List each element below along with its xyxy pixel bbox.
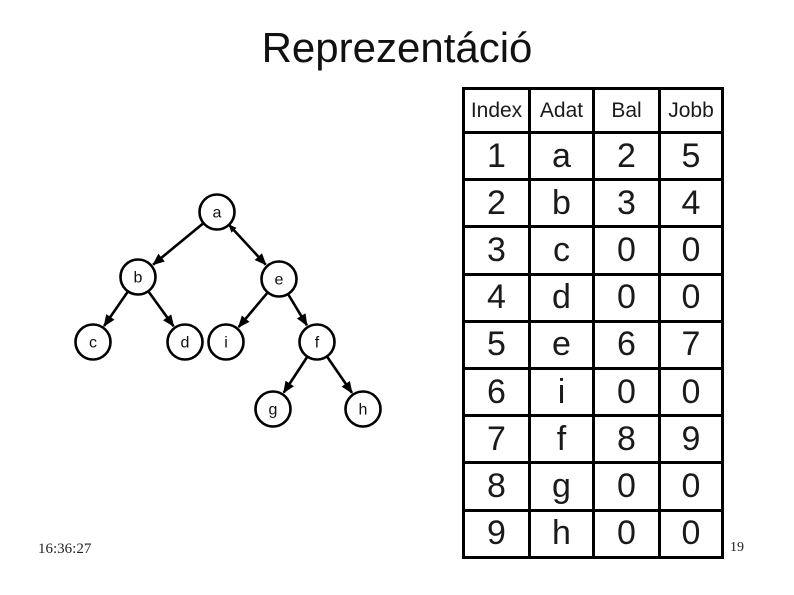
cell-bal: 8	[592, 414, 661, 465]
column-header-bal: Bal	[592, 87, 661, 134]
tree-node-circle-a	[198, 193, 236, 231]
column-header-adat: Adat	[528, 87, 595, 134]
cell-bal: 6	[592, 319, 661, 370]
tree-node-circle-c	[74, 323, 112, 361]
tree-node-label-a: a	[213, 205, 222, 222]
cell-bal: 0	[592, 461, 661, 512]
cell-bal: 0	[592, 272, 661, 323]
cell-index: 7	[462, 414, 531, 465]
tree-edge-f-g	[282, 355, 309, 394]
tree-node-label-e: e	[275, 272, 284, 289]
cell-index: 5	[462, 319, 531, 370]
tree-node-f: f	[298, 323, 336, 361]
column-header-jobb: Jobb	[658, 87, 724, 134]
tree-edge-f-h	[325, 355, 354, 394]
cell-index: 4	[462, 272, 531, 323]
cell-adat: h	[528, 508, 595, 559]
tree-edge-b-d	[147, 290, 175, 328]
tree-node-circle-h	[344, 390, 382, 428]
cell-bal: 0	[592, 508, 661, 559]
slide-title: Reprezentáció	[261, 24, 533, 71]
tree-node-circle-f	[298, 323, 336, 361]
tree-edge-e-i	[237, 291, 269, 328]
cell-index: 1	[462, 130, 531, 182]
tree-node-label-b: b	[134, 270, 143, 287]
cell-index: 3	[462, 225, 531, 276]
cell-bal: 3	[592, 178, 661, 229]
clock-timestamp: 16:36:27	[38, 541, 92, 557]
tree-node-circle-e	[260, 260, 298, 298]
tree-node-label-d: d	[181, 335, 190, 352]
cell-jobb: 0	[658, 508, 724, 559]
tree-node-a: a	[198, 193, 236, 231]
tree-node-label-c: c	[89, 335, 97, 352]
cell-bal: 0	[592, 366, 661, 418]
cell-jobb: 0	[658, 366, 724, 418]
cell-adat: e	[528, 319, 595, 370]
tree-node-circle-d	[166, 323, 204, 361]
tree-node-circle-g	[254, 390, 292, 428]
tree-node-label-h: h	[359, 402, 368, 419]
cell-adat: g	[528, 461, 595, 512]
cell-adat: c	[528, 225, 595, 276]
tree-node-b: b	[119, 258, 157, 296]
cell-jobb: 0	[658, 461, 724, 512]
cell-jobb: 4	[658, 178, 724, 229]
tree-edge-e-f	[286, 293, 309, 327]
cell-adat: b	[528, 178, 595, 229]
cell-jobb: 7	[658, 319, 724, 370]
cell-jobb: 0	[658, 225, 724, 276]
cell-jobb: 9	[658, 414, 724, 465]
tree-node-circle-b	[119, 258, 157, 296]
tree-node-c: c	[74, 323, 112, 361]
tree-node-d: d	[166, 323, 204, 361]
tree-edge-a-e	[227, 223, 267, 266]
tree-node-circle-i	[207, 323, 245, 361]
tree-edge-b-c	[103, 290, 130, 327]
tree-node-label-i: i	[224, 335, 228, 352]
cell-index: 9	[462, 508, 531, 559]
cell-adat: f	[528, 414, 595, 465]
cell-adat: d	[528, 272, 595, 323]
cell-index: 2	[462, 178, 531, 229]
tree-node-h: h	[344, 390, 382, 428]
cell-jobb: 0	[658, 272, 724, 323]
cell-adat: a	[528, 130, 595, 182]
cell-bal: 2	[592, 130, 661, 182]
tree-node-g: g	[254, 390, 292, 428]
cell-jobb: 5	[658, 130, 724, 182]
column-header-index: Index	[462, 87, 531, 134]
page-number: 19	[730, 540, 744, 555]
tree-node-i: i	[207, 323, 245, 361]
cell-adat: i	[528, 366, 595, 418]
cell-index: 6	[462, 366, 531, 418]
tree-node-e: e	[260, 260, 298, 298]
tree-node-label-g: g	[269, 402, 278, 419]
tree-edge-a-b	[152, 222, 205, 266]
cell-index: 8	[462, 461, 531, 512]
cell-bal: 0	[592, 225, 661, 276]
tree-node-label-f: f	[315, 335, 320, 352]
